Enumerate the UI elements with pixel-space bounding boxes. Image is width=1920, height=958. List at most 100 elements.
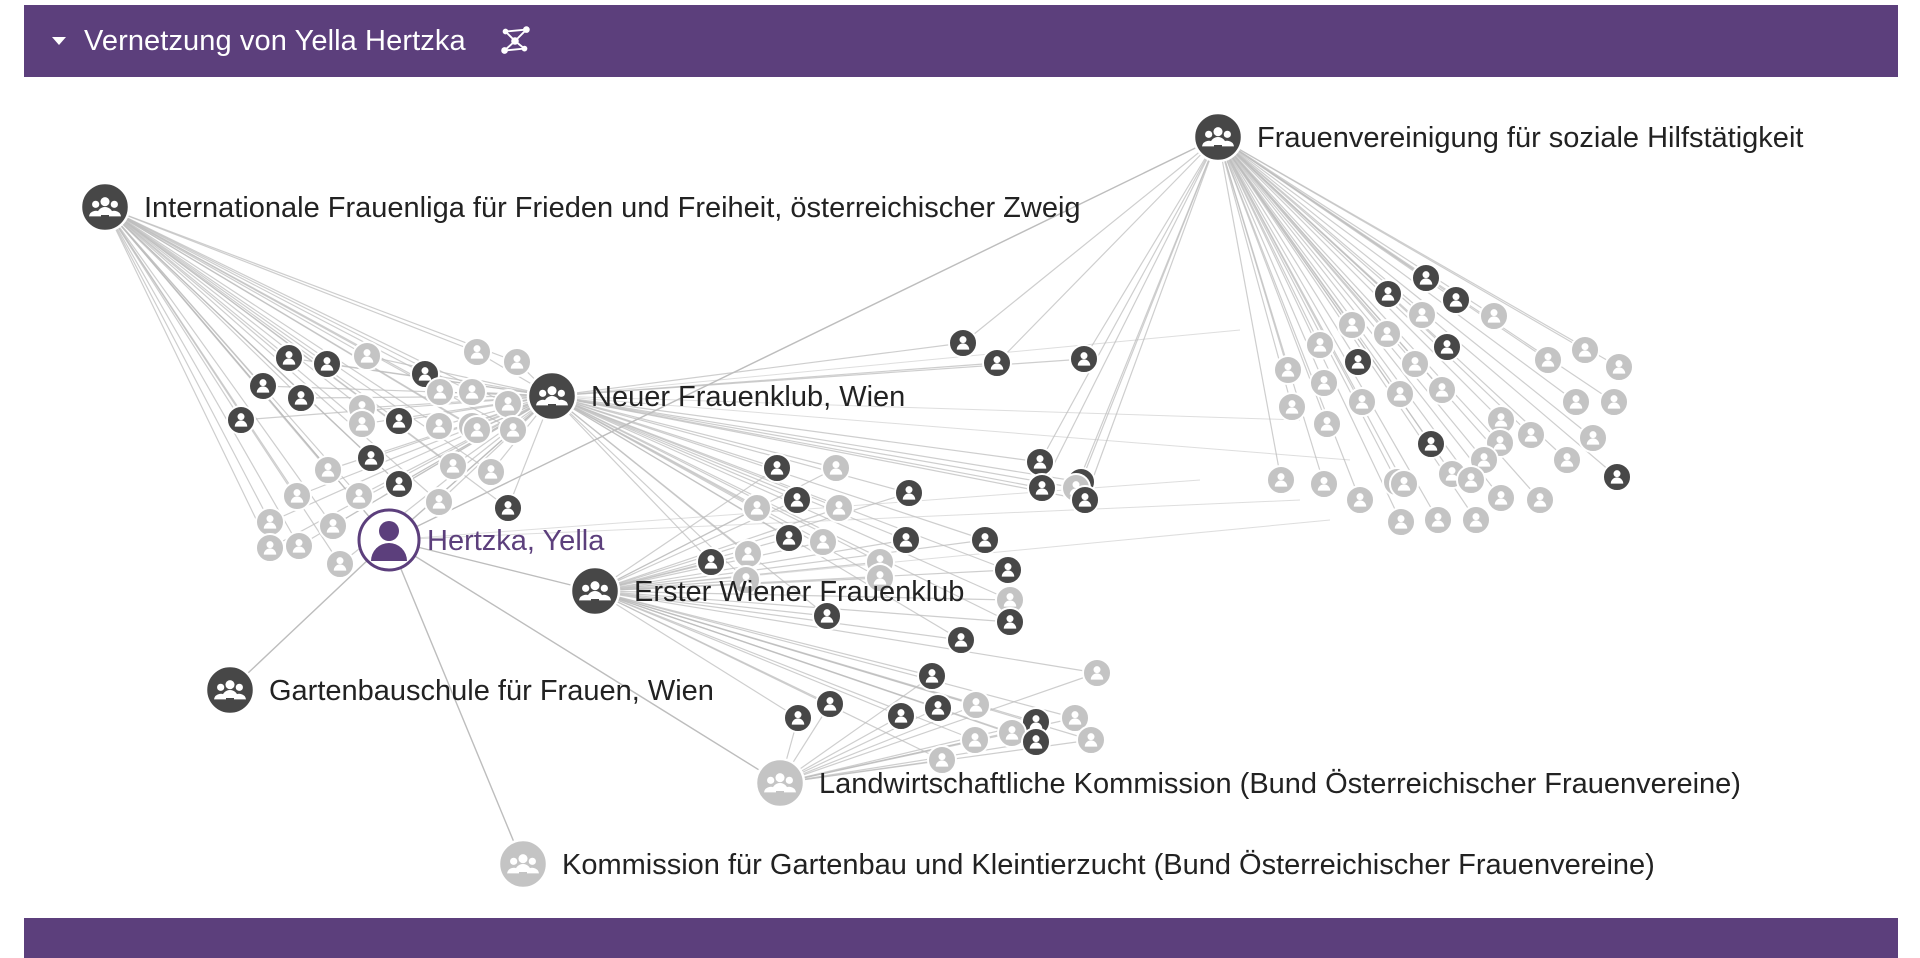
person-node[interactable]: [457, 377, 487, 407]
person-node[interactable]: [1312, 409, 1342, 439]
person-node[interactable]: [1602, 462, 1632, 492]
person-node[interactable]: [1309, 368, 1339, 398]
person-node[interactable]: [282, 481, 312, 511]
person-node[interactable]: [1305, 330, 1335, 360]
person-node[interactable]: [1337, 310, 1367, 340]
person-node[interactable]: [1552, 445, 1582, 475]
person-node[interactable]: [1533, 345, 1563, 375]
person-node[interactable]: [313, 455, 343, 485]
person-node[interactable]: [808, 527, 838, 557]
person-node[interactable]: [1266, 465, 1296, 495]
person-node[interactable]: [1416, 429, 1446, 459]
person-node[interactable]: [312, 349, 342, 379]
person-node[interactable]: [286, 383, 316, 413]
org-node-ewf[interactable]: Erster Wiener Frauenklub: [569, 565, 964, 617]
person-node[interactable]: [1343, 347, 1373, 377]
person-node[interactable]: [886, 701, 916, 731]
person-node[interactable]: [1347, 387, 1377, 417]
person-node[interactable]: [821, 453, 851, 483]
person-node[interactable]: [352, 341, 382, 371]
person-node[interactable]: [1277, 392, 1307, 422]
person-node[interactable]: [1385, 379, 1415, 409]
person-node[interactable]: [318, 511, 348, 541]
focus-person-node[interactable]: Hertzka, Yella: [357, 508, 605, 572]
person-node[interactable]: [960, 725, 990, 755]
network-graph[interactable]: Internationale Frauenliga für Frieden un…: [0, 80, 1920, 916]
org-node-kgk[interactable]: Kommission für Gartenbau und Kleintierzu…: [497, 838, 1655, 890]
person-node[interactable]: [731, 565, 761, 595]
org-node-ifl[interactable]: Internationale Frauenliga für Frieden un…: [79, 181, 1081, 233]
person-node[interactable]: [344, 481, 374, 511]
person-node[interactable]: [226, 405, 256, 435]
person-node[interactable]: [1082, 658, 1112, 688]
person-node[interactable]: [1604, 352, 1634, 382]
person-node[interactable]: [384, 406, 414, 436]
person-node[interactable]: [1525, 485, 1555, 515]
person-node[interactable]: [493, 493, 523, 523]
person-node[interactable]: [1599, 387, 1629, 417]
person-node[interactable]: [476, 457, 506, 487]
person-node[interactable]: [812, 601, 842, 631]
person-node[interactable]: [1407, 300, 1437, 330]
person-node[interactable]: [1456, 465, 1486, 495]
person-node[interactable]: [425, 377, 455, 407]
person-node[interactable]: [783, 703, 813, 733]
panel-header[interactable]: Vernetzung von Yella Hertzka: [24, 5, 1898, 77]
org-node-fsh[interactable]: Frauenvereinigung für soziale Hilfstätig…: [1192, 111, 1803, 163]
person-node[interactable]: [733, 539, 763, 569]
person-node[interactable]: [255, 533, 285, 563]
person-node[interactable]: [462, 337, 492, 367]
person-node[interactable]: [424, 487, 454, 517]
org-node-lwk[interactable]: Landwirtschaftliche Kommission (Bund Öst…: [754, 757, 1741, 809]
person-node[interactable]: [1561, 387, 1591, 417]
person-node[interactable]: [742, 493, 772, 523]
person-node[interactable]: [248, 371, 278, 401]
person-node[interactable]: [1486, 483, 1516, 513]
person-node[interactable]: [1461, 505, 1491, 535]
org-node-gfw[interactable]: Gartenbauschule für Frauen, Wien: [204, 664, 714, 716]
person-node[interactable]: [894, 478, 924, 508]
person-node[interactable]: [865, 563, 895, 593]
person-node[interactable]: [1432, 332, 1462, 362]
person-node[interactable]: [1516, 420, 1546, 450]
person-node[interactable]: [347, 409, 377, 439]
person-node[interactable]: [1076, 725, 1106, 755]
person-node[interactable]: [1070, 485, 1100, 515]
person-node[interactable]: [424, 411, 454, 441]
person-node[interactable]: [1027, 473, 1057, 503]
person-node[interactable]: [948, 328, 978, 358]
person-node[interactable]: [1021, 727, 1051, 757]
person-node[interactable]: [325, 549, 355, 579]
person-node[interactable]: [1069, 344, 1099, 374]
person-node[interactable]: [696, 547, 726, 577]
person-node[interactable]: [923, 693, 953, 723]
person-node[interactable]: [774, 523, 804, 553]
person-node[interactable]: [1423, 505, 1453, 535]
person-node[interactable]: [1309, 469, 1339, 499]
person-node[interactable]: [255, 507, 285, 537]
person-node[interactable]: [1386, 507, 1416, 537]
person-node[interactable]: [438, 451, 468, 481]
person-node[interactable]: [1389, 469, 1419, 499]
person-node[interactable]: [762, 453, 792, 483]
person-node[interactable]: [1427, 375, 1457, 405]
person-node[interactable]: [274, 343, 304, 373]
person-node[interactable]: [1479, 301, 1509, 331]
person-node[interactable]: [356, 443, 386, 473]
person-node[interactable]: [815, 689, 845, 719]
person-node[interactable]: [1570, 335, 1600, 365]
person-node[interactable]: [824, 493, 854, 523]
person-node[interactable]: [1372, 319, 1402, 349]
person-node[interactable]: [1578, 423, 1608, 453]
person-node[interactable]: [982, 348, 1012, 378]
person-node[interactable]: [970, 525, 1000, 555]
person-node[interactable]: [995, 607, 1025, 637]
person-node[interactable]: [502, 347, 532, 377]
person-node[interactable]: [1025, 447, 1055, 477]
person-node[interactable]: [493, 389, 523, 419]
person-node[interactable]: [782, 485, 812, 515]
person-node[interactable]: [1373, 279, 1403, 309]
person-node[interactable]: [462, 415, 492, 445]
org-node-nfw[interactable]: Neuer Frauenklub, Wien: [526, 370, 905, 422]
person-node[interactable]: [1441, 285, 1471, 315]
